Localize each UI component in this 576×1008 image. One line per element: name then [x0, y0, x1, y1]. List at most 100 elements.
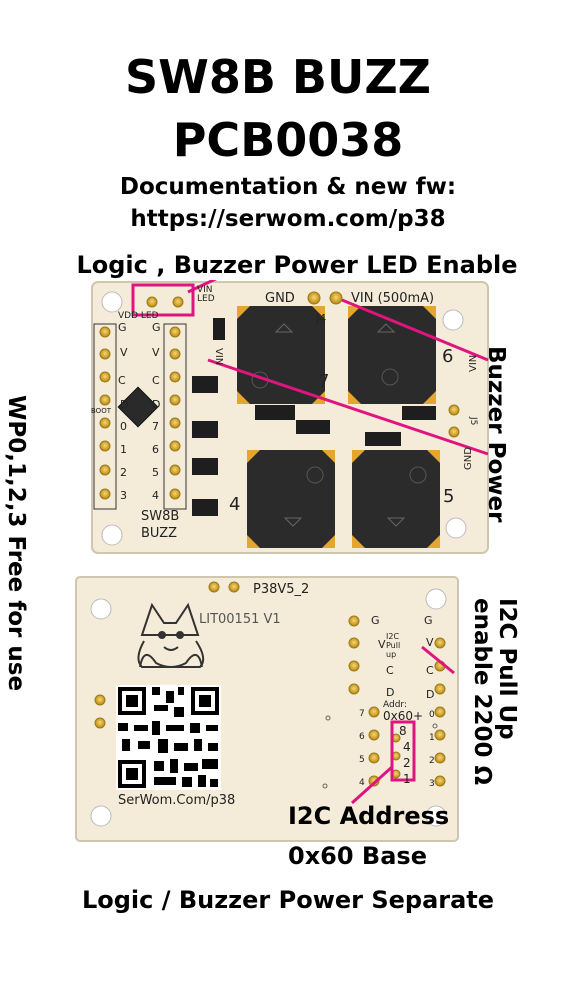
right-label: V	[426, 636, 434, 649]
left-header-pads	[99, 326, 111, 500]
buzzer-7-label: 7	[318, 371, 330, 392]
vin-pad	[329, 291, 343, 305]
vdd-led-pad	[146, 296, 158, 308]
right-pin-label: 6	[152, 443, 159, 456]
vin-label: VIN (500mA)	[351, 291, 435, 306]
left-num: 6	[359, 732, 365, 742]
right-label: G	[424, 614, 433, 627]
buzzer-power-pointer-2	[207, 358, 489, 456]
mount-hole	[425, 805, 447, 827]
vdd-led-label: VDD LED	[118, 311, 159, 321]
gnd-pad	[307, 291, 321, 305]
doc-label: Documentation & new fw:	[119, 174, 457, 200]
buzzer-power-label: Buzzer Power	[483, 346, 509, 523]
addr-bit-8: 8	[399, 724, 407, 738]
left-num: 4	[359, 778, 365, 788]
i2c-base-label: 0x60 Base	[288, 842, 427, 870]
mount-hole	[442, 309, 464, 331]
addr-value: 0x60+	[383, 709, 424, 723]
addr-bit-2: 2	[403, 756, 411, 770]
pullup-pointer	[421, 645, 455, 675]
i2c-address-label: I2C Address	[288, 802, 450, 830]
right-pin-label: C	[152, 374, 160, 387]
buzzer-4	[247, 450, 335, 548]
i2c-pullup-label: I2C Pull Up	[494, 598, 520, 740]
i2c-pull-label: I2C Pull up	[386, 632, 401, 659]
right-pin-label: V	[152, 346, 160, 359]
left-header-frame	[93, 323, 117, 510]
j4-label: J4	[316, 312, 327, 325]
mcu-chip	[117, 386, 159, 428]
inner-label: V	[378, 638, 386, 651]
gnd-silk-right: GND	[463, 447, 474, 470]
right-label: D	[426, 688, 435, 701]
mascot-image	[137, 602, 205, 668]
right-num: 3	[429, 779, 435, 789]
qr-code	[116, 685, 221, 790]
addr-bit-4: 4	[403, 740, 411, 754]
left-pin-label: 3	[120, 489, 127, 502]
addr-bit-1: 1	[403, 772, 411, 786]
buzzer-6	[348, 306, 436, 404]
address-pointer	[350, 765, 394, 805]
i2c-enable-label: enable 2200 Ω	[469, 598, 495, 786]
address-box	[390, 720, 416, 782]
serwom-url: SerWom.Com/p38	[118, 793, 236, 808]
inner-label: G	[371, 614, 380, 627]
gnd-label: GND	[265, 291, 295, 306]
j5-label: J5	[468, 417, 478, 426]
vin-silk-left: VIN	[213, 348, 224, 366]
vin-led-label: VIN LED	[197, 285, 215, 304]
mount-hole	[445, 517, 467, 539]
bottom-pcb	[75, 576, 459, 842]
logic-enable-pointer	[187, 280, 218, 294]
top-pcb	[91, 280, 489, 554]
left-pin-label: C	[118, 374, 126, 387]
right-pin-label: D	[152, 398, 161, 411]
inner-label: C	[386, 664, 394, 677]
left-pin-label: D	[120, 398, 129, 411]
right-header-pads	[169, 326, 181, 500]
mount-hole	[101, 524, 123, 546]
transistors	[192, 318, 436, 516]
board-id: PCB0038	[172, 113, 404, 167]
buzzer-power-pointer	[341, 298, 489, 362]
mount-hole	[425, 588, 447, 610]
inner-label: D	[386, 686, 395, 699]
board-name-1: SW8B	[141, 509, 180, 524]
mount-hole	[90, 805, 112, 827]
board-name-2: BUZZ	[141, 526, 178, 541]
side-gnd-pad	[448, 426, 460, 438]
boot-label: BOOT	[91, 407, 111, 415]
right-pin-label: 4	[152, 489, 159, 502]
right-num: 2	[429, 756, 435, 766]
buzzer-6-label: 6	[442, 346, 454, 367]
page-title: SW8B BUZZ	[124, 50, 432, 104]
lit-label: LIT00151 V1	[199, 612, 281, 627]
vin-silk-right: VIN	[468, 354, 479, 372]
wp-free-label: WP0,1,2,3 Free for use	[3, 395, 29, 692]
separate-power-label: Logic / Buzzer Power Separate	[81, 886, 495, 914]
p38-label: P38V5_2	[253, 582, 310, 597]
vin-led-pad	[172, 296, 184, 308]
right-pin-label: 7	[152, 420, 159, 433]
right-num: 0	[429, 710, 435, 720]
mount-hole	[101, 291, 123, 313]
led-enable-box	[131, 283, 195, 317]
left-num: 7	[359, 709, 365, 719]
left-pin-label: V	[120, 346, 128, 359]
mount-hole	[90, 598, 112, 620]
left-pin-label: 1	[120, 443, 127, 456]
right-header-frame	[163, 323, 187, 510]
buzzer-5-label: 5	[443, 486, 455, 507]
right-label: C	[426, 664, 434, 677]
doc-url[interactable]: https://serwom.com/p38	[130, 206, 446, 232]
buzzer-7	[237, 306, 325, 404]
left-pin-label: G	[118, 321, 127, 334]
left-pin-label: 2	[120, 466, 127, 479]
side-vin-pad	[448, 404, 460, 416]
left-num: 5	[359, 755, 365, 765]
addr-label: Addr:	[383, 700, 407, 710]
right-pin-label: 5	[152, 466, 159, 479]
right-pin-label: G	[152, 321, 161, 334]
